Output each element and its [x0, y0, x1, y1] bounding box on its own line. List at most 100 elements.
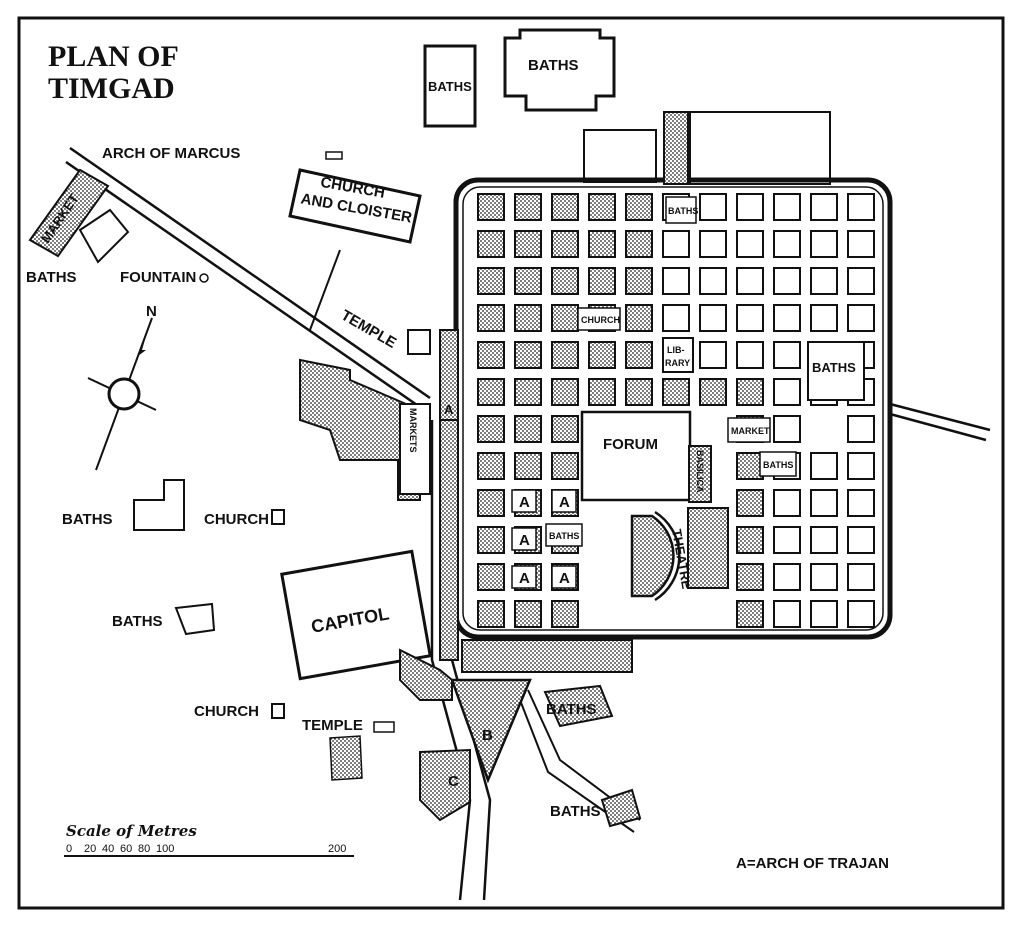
insula-block	[662, 304, 690, 332]
insula-block	[773, 304, 801, 332]
baths-inner-mid-label: BATHS	[763, 460, 793, 470]
insula-block	[847, 415, 875, 443]
arch-marker-box	[551, 489, 577, 513]
insula-block	[736, 563, 764, 591]
insula-block	[588, 230, 616, 258]
baths-inner-top-label: BATHS	[668, 206, 698, 216]
theatre-flank	[687, 507, 729, 589]
insula-block	[773, 341, 801, 369]
insula-block	[699, 230, 727, 258]
south-district: B C BATHS BATHS A	[399, 329, 642, 828]
insula-block	[847, 452, 875, 480]
insula-block	[847, 489, 875, 517]
insula-block	[477, 341, 505, 369]
insula-block	[736, 230, 764, 258]
map-frame	[17, 16, 1005, 910]
insula-block	[699, 193, 727, 221]
arch-marker-box	[511, 489, 537, 513]
south-dotted-strip	[399, 648, 453, 701]
map-title-line-2: TIMGAD	[48, 72, 175, 105]
baths-west-building	[78, 208, 130, 264]
theatre-outline	[654, 510, 681, 602]
insula-block	[847, 563, 875, 591]
compass-north-label: N	[146, 303, 157, 320]
markets-block	[399, 403, 431, 495]
arch-trajan-marker: A	[444, 402, 454, 417]
insula-block	[551, 267, 579, 295]
church-inner-label: CHURCH	[581, 315, 620, 325]
north-annex-dotted	[663, 111, 689, 185]
district-b-label: B	[482, 727, 493, 744]
arch-marcus-marker	[325, 151, 343, 160]
insula-block	[477, 415, 505, 443]
insula-block	[477, 526, 505, 554]
arch-marker-box	[511, 527, 537, 551]
scale-title: Scale of Metres	[66, 822, 197, 840]
insula-block	[477, 267, 505, 295]
insula-block	[847, 304, 875, 332]
map-title-line-1: PLAN OF	[48, 40, 179, 73]
insula-block	[736, 378, 764, 406]
library-label-1: LIB-	[667, 345, 685, 355]
insula-block	[773, 526, 801, 554]
insula-block	[773, 563, 801, 591]
market-inner-label: MARKET	[731, 426, 770, 436]
legend-arch-of-trajan: A=ARCH OF TRAJAN	[736, 855, 889, 872]
insula-block	[625, 304, 653, 332]
insula-block	[477, 193, 505, 221]
decumanus-road-2	[65, 160, 431, 416]
insula-block	[551, 452, 579, 480]
theatre-block	[630, 514, 675, 598]
city-wall-inner	[462, 186, 884, 631]
insula-block	[810, 563, 838, 591]
baths-sw-building	[133, 479, 185, 531]
insula-block	[773, 193, 801, 221]
arch-marker-label: A	[559, 494, 570, 511]
insula-block	[847, 230, 875, 258]
forum-block	[580, 410, 692, 502]
district-c-label: C	[448, 773, 459, 790]
insula-block	[699, 304, 727, 332]
insula-block	[477, 452, 505, 480]
compass-ring	[107, 377, 141, 411]
insula-block	[551, 230, 579, 258]
insula-block	[588, 378, 616, 406]
capitol-building	[280, 549, 432, 681]
market-inner-block	[727, 417, 771, 443]
decumanus-road-1	[69, 146, 431, 400]
baths-east-label: BATHS	[812, 360, 856, 375]
arch-marker-box	[551, 565, 577, 589]
baths-inner-sw-label: BATHS	[549, 531, 579, 541]
baths-east	[807, 341, 865, 401]
insula-block	[588, 341, 616, 369]
insula-block	[625, 341, 653, 369]
insula-block	[477, 489, 505, 517]
insula-block	[810, 304, 838, 332]
church-inner-block	[577, 307, 621, 331]
temple-south-ruins	[329, 735, 363, 781]
baths-se1-label: BATHS	[546, 701, 597, 718]
baths-se2-label: BATHS	[550, 803, 601, 820]
insula-block	[699, 267, 727, 295]
insula-block	[625, 267, 653, 295]
road-north-1	[309, 249, 341, 331]
baths-se1-building	[543, 684, 614, 728]
insula-block	[514, 415, 542, 443]
insula-block	[810, 452, 838, 480]
church-south-label: CHURCH	[194, 703, 259, 720]
arch-of-marcus-label: ARCH OF MARCUS	[102, 145, 240, 162]
insula-block	[551, 304, 579, 332]
library-label-2: RARY	[665, 358, 690, 368]
scale-tick-label: 40	[102, 843, 114, 855]
scale-tick-label: 0	[66, 843, 72, 855]
north-annex-outline	[689, 111, 831, 185]
insula-block	[736, 341, 764, 369]
baths-inner-sw	[545, 523, 583, 547]
insula-block	[736, 452, 764, 480]
arch-marker-label: A	[519, 494, 530, 511]
baths-south-building	[174, 602, 216, 636]
baths-se2-building	[600, 788, 642, 828]
baths-north-large	[503, 28, 616, 112]
